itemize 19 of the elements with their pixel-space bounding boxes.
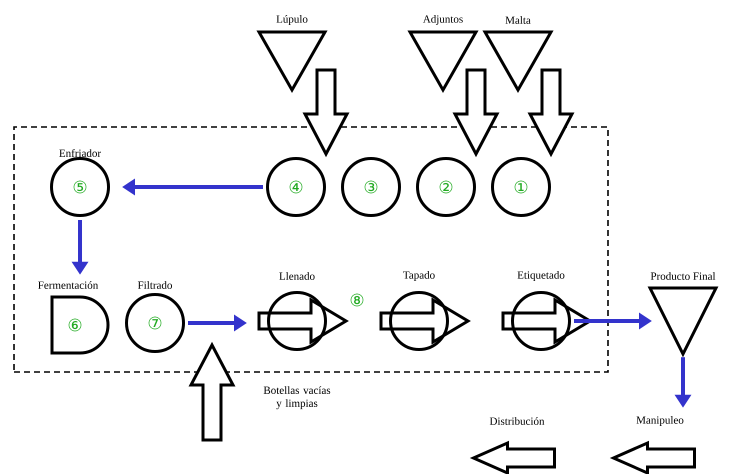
node-label: Tapado: [403, 271, 435, 281]
node-label: Producto Final: [650, 272, 716, 280]
node-label: Malta: [505, 16, 531, 24]
block-arrow: [528, 68, 574, 158]
node-label: Adjuntos: [422, 15, 463, 25]
node-label: Fermentación: [38, 281, 98, 289]
node-label: Distribución: [490, 417, 544, 425]
note-text: Botellas vacías y limpias: [264, 386, 330, 410]
node-label: Filtrado: [138, 281, 172, 289]
block-arrow: [188, 342, 236, 442]
node-label: Llenado: [279, 272, 315, 280]
node-label: Manipuleo: [636, 416, 684, 426]
dashed-boundary: [13, 126, 609, 373]
callout-number: ⑧: [350, 294, 364, 306]
node-label: Enfriador: [59, 149, 101, 157]
block-arrow: [302, 68, 350, 158]
node-label: Etiquetado: [517, 271, 564, 281]
block-arrow: [452, 68, 500, 158]
node-label: Lúpulo: [276, 15, 308, 25]
